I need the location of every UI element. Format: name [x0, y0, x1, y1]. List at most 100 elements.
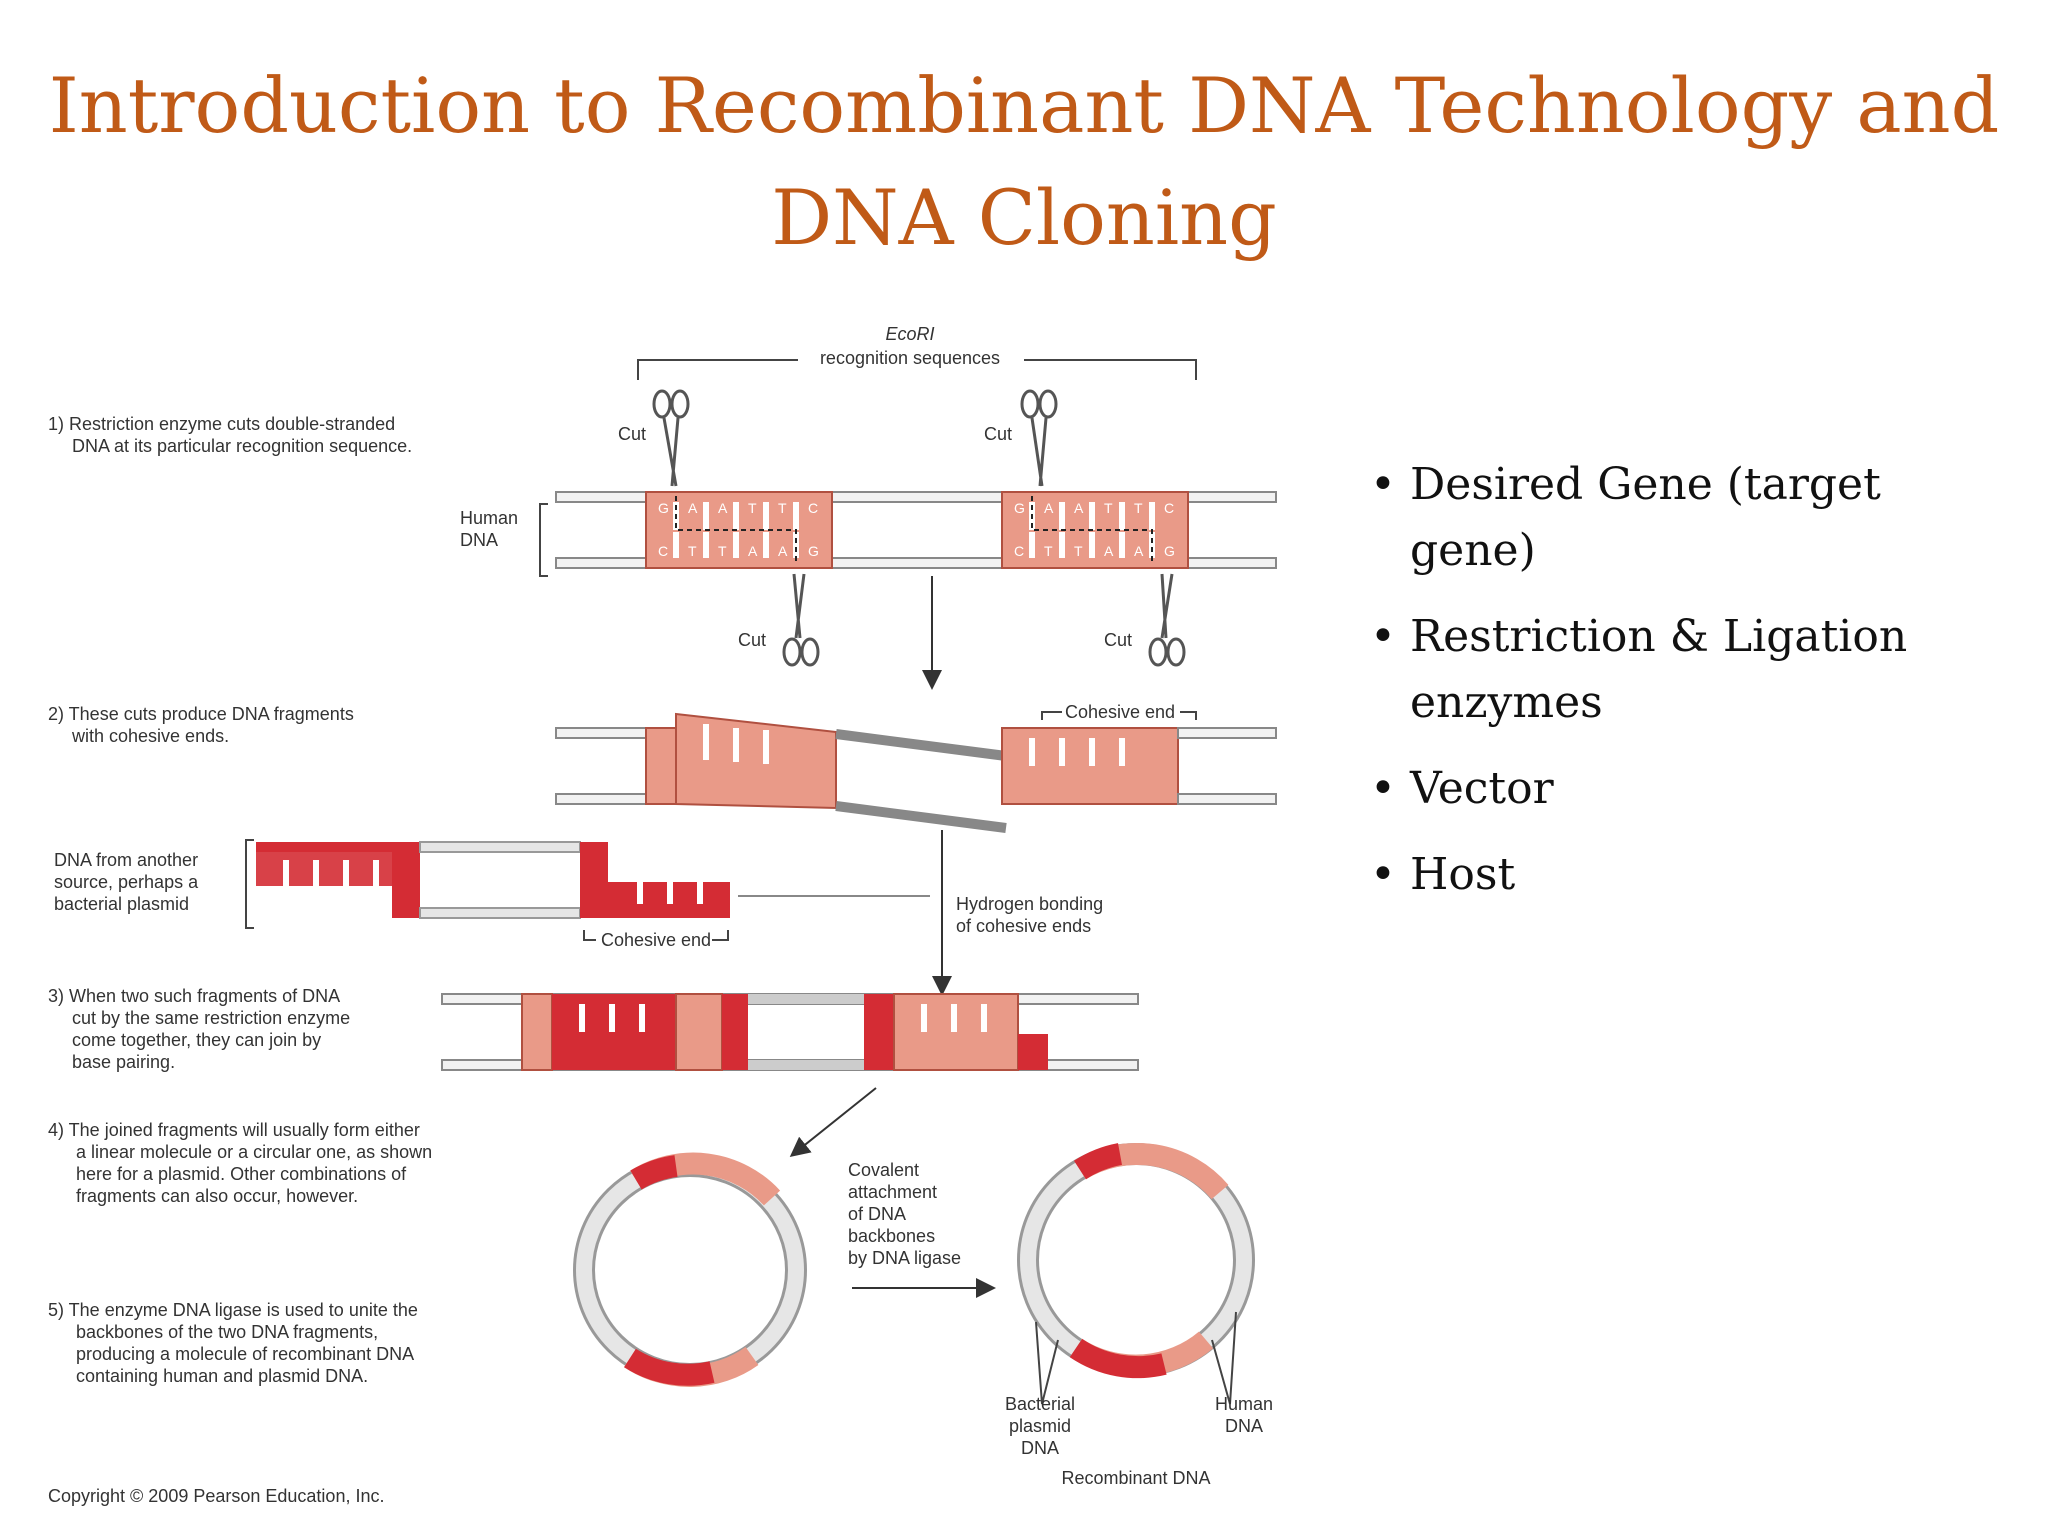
base-letter: T: [1104, 500, 1113, 516]
scissors-icon: [652, 389, 690, 487]
cohesive-end-text: Cohesive end: [1065, 702, 1175, 722]
site2-bottom-bases: C T T A A G: [1014, 543, 1175, 559]
bullet-item: • Host: [1370, 842, 1990, 908]
human-bottom-line: DNA: [1225, 1416, 1263, 1436]
bullet-item: •Vector: [1370, 756, 1990, 822]
bullet-text: enzymes: [1410, 677, 1603, 728]
step5-line: producing a molecule of recombinant DNA: [76, 1344, 414, 1364]
hydrogen-line: Hydrogen bonding: [956, 894, 1103, 914]
step1-text: 1) Restriction enzyme cuts double-strand…: [48, 414, 412, 456]
bacterial-line: DNA: [1021, 1438, 1059, 1458]
base-letter: A: [1134, 543, 1144, 559]
cut-label: Cut: [1104, 630, 1132, 650]
base-letter: T: [1134, 500, 1143, 516]
plasmid-dna-fragment: [256, 841, 730, 919]
base-letter: T: [718, 543, 727, 559]
pointer-line: [1211, 1311, 1237, 1405]
base-letter: G: [658, 500, 669, 516]
human-dna-label: Human DNA: [460, 503, 548, 577]
base-letter: T: [1044, 543, 1053, 559]
step3-line: come together, they can join by: [72, 1030, 321, 1050]
recombinant-dna-diagram: EcoRI recognition sequences 1) Restricti…: [48, 324, 1277, 1506]
step3-line: base pairing.: [72, 1052, 175, 1072]
base-letter: C: [808, 500, 818, 516]
scissors-icon: [1020, 389, 1058, 487]
recognition-label: recognition sequences: [820, 348, 1000, 368]
base-letter: C: [658, 543, 668, 559]
bullet-dot-icon: •: [1370, 459, 1396, 510]
bullet-dot-icon: •: [1370, 763, 1396, 814]
site1-top-bases: G A A T T C: [658, 500, 818, 516]
bullet-list: • Desired Gene (target gene) • Restriction…: [1370, 452, 1990, 928]
other-source-line: source, perhaps a: [54, 872, 199, 892]
base-letter: G: [1014, 500, 1025, 516]
base-letter: A: [1074, 500, 1084, 516]
plasmid-circle-before: [573, 1152, 807, 1387]
title-line-2: DNA Cloning: [771, 173, 1277, 262]
covalent-line: by DNA ligase: [848, 1248, 961, 1268]
step3-line: 3) When two such fragments of DNA: [48, 986, 340, 1006]
site2-top-bases: G A A T T C: [1014, 500, 1174, 516]
step2-line: with cohesive ends.: [71, 726, 229, 746]
human-dna-fragments: [555, 712, 1277, 833]
bullet-text: Desired Gene (target gene): [1410, 459, 1881, 576]
recognition-site: [1001, 491, 1189, 569]
base-letter: A: [718, 500, 728, 516]
base-letter: C: [1014, 543, 1024, 559]
bullet-dot-icon: •: [1370, 611, 1396, 662]
base-letter: T: [1074, 543, 1083, 559]
step5-line: backbones of the two DNA fragments,: [76, 1322, 378, 1342]
covalent-line: Covalent: [848, 1160, 919, 1180]
bullet-text: Host: [1410, 849, 1516, 900]
human-dna-bottom-label: Human DNA: [1215, 1394, 1273, 1436]
base-letter: A: [1044, 500, 1054, 516]
step2-line: 2) These cuts produce DNA fragments: [48, 704, 354, 724]
other-source-line: DNA from another: [54, 850, 198, 870]
hydrogen-line: of cohesive ends: [956, 916, 1091, 936]
base-letter: A: [1104, 543, 1114, 559]
title-line-1: Introduction to Recombinant DNA Technolo…: [48, 61, 2000, 150]
bacterial-line: Bacterial: [1005, 1394, 1075, 1414]
cut-label: Cut: [738, 630, 766, 650]
ecori-header: EcoRI recognition sequences: [637, 324, 1197, 380]
covalent-line: attachment: [848, 1182, 937, 1202]
arrow-icon: [789, 1087, 877, 1157]
recognition-site: [645, 491, 833, 569]
bacterial-plasmid-label: Bacterial plasmid DNA: [1005, 1394, 1075, 1458]
covalent-line: of DNA: [848, 1204, 906, 1224]
step5-line: containing human and plasmid DNA.: [76, 1366, 368, 1386]
covalent-text: Covalent attachment of DNA backbones by …: [848, 1160, 961, 1268]
step3-line: cut by the same restriction enzyme: [72, 1008, 350, 1028]
recombinant-label: Recombinant DNA: [1061, 1468, 1210, 1488]
copyright: Copyright © 2009 Pearson Education, Inc.: [48, 1486, 384, 1506]
other-source-text: DNA from another source, perhaps a bacte…: [54, 839, 254, 929]
step1-line: 1) Restriction enzyme cuts double-strand…: [48, 414, 395, 434]
step4-text: 4) The joined fragments will usually for…: [48, 1120, 432, 1206]
hydrogen-bonding-text: Hydrogen bonding of cohesive ends: [956, 894, 1103, 936]
step1-line: DNA at its particular recognition sequen…: [72, 436, 412, 456]
base-letter: T: [778, 500, 787, 516]
scissors-icon: [1148, 573, 1186, 667]
bullet-dot-icon: •: [1370, 849, 1396, 900]
human-label-line: DNA: [460, 530, 498, 550]
step4-line: a linear molecule or a circular one, as …: [76, 1142, 432, 1162]
ecori-label: EcoRI: [885, 324, 934, 344]
base-letter: G: [1164, 543, 1175, 559]
cut-label: Cut: [618, 424, 646, 444]
base-letter: C: [1164, 500, 1174, 516]
bullet-item: • Desired Gene (target gene): [1370, 452, 1990, 584]
step2-text: 2) These cuts produce DNA fragments with…: [48, 704, 354, 746]
recombinant-circle: [1017, 1142, 1255, 1379]
base-letter: T: [748, 500, 757, 516]
base-letter: T: [688, 543, 697, 559]
cut-label: Cut: [984, 424, 1012, 444]
human-dna-row1: G A A T T C C T T A A G G A A T T C C T …: [555, 491, 1277, 569]
step4-line: fragments can also occur, however.: [76, 1186, 358, 1206]
joined-fragments-row: [441, 993, 1139, 1071]
bullet-item-continuation: enzymes: [1370, 670, 1990, 736]
cohesive-end-label-bottom: Cohesive end: [583, 930, 729, 950]
bullet-text: Restriction & Ligation: [1410, 611, 1908, 662]
human-label-line: Human: [460, 508, 518, 528]
step5-text: 5) The enzyme DNA ligase is used to unit…: [48, 1300, 418, 1386]
bacterial-line: plasmid: [1009, 1416, 1071, 1436]
